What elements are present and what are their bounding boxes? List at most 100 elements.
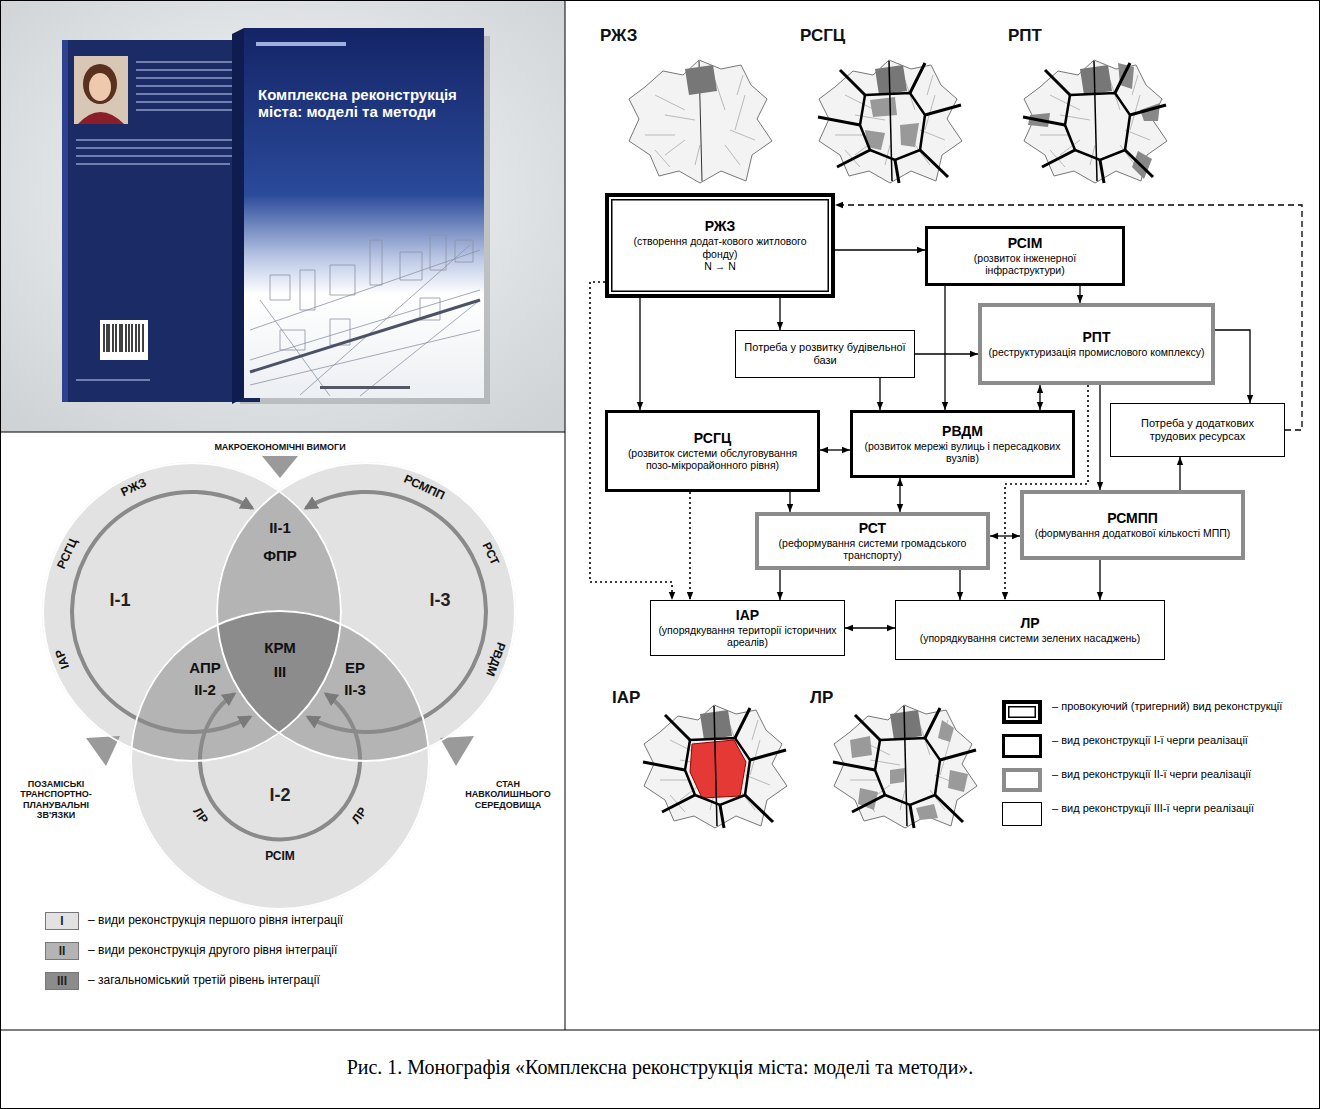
drawing-part — [250, 245, 480, 396]
drawing-part — [440, 736, 474, 766]
region-number: II-1 — [269, 519, 291, 536]
box-title: ІАР — [736, 607, 759, 624]
region-number: II-2 — [194, 681, 216, 698]
box-text: Потреба у додаткових трудових ресурсах — [1117, 417, 1278, 443]
legend-symbol: I — [60, 914, 63, 928]
legend-text: – вид реконструкції II-ї черги реалізаці… — [1052, 768, 1310, 781]
drawing-part — [89, 73, 111, 101]
drawing-part — [62, 40, 260, 402]
connector — [820, 449, 850, 450]
box-text: (упорядкування системи зелених насаджень… — [920, 632, 1141, 645]
factor-label: ПОЗАМІСЬКІ ТРАНСПОРТНО-ПЛАНУВАЛЬНІ ЗВ'ЯЗ… — [6, 779, 106, 820]
drawing-part — [700, 710, 732, 740]
connector — [639, 298, 640, 410]
drawing-part — [1023, 61, 1166, 183]
drawing-part — [833, 705, 977, 828]
connector — [779, 570, 780, 600]
process-box: РПТ(реструктуризація промислового компле… — [978, 303, 1215, 385]
drawing-part — [306, 492, 486, 732]
drawing-part — [256, 42, 346, 46]
box-text: (реформування системи громадського транс… — [765, 537, 980, 562]
connector — [915, 353, 978, 354]
drawing-part — [818, 61, 961, 183]
factor-label: МАКРОЕКОНОМІЧНІ ВИМОГИ — [160, 442, 400, 452]
legend-sample — [1002, 700, 1042, 724]
connector — [1039, 385, 1040, 410]
connector — [845, 627, 895, 628]
region-label: ЕР — [345, 659, 365, 676]
map-title: ЛР — [810, 688, 833, 708]
drawing-part — [100, 320, 148, 360]
connector — [689, 492, 691, 600]
process-box: РСІМ(розвиток інженерної інфраструктури) — [925, 226, 1125, 286]
map-title: РЖЗ — [600, 26, 637, 46]
process-box: РСТ(реформування системи громадського тр… — [755, 512, 990, 570]
region-label: ФПР — [263, 547, 297, 564]
drawing-part — [74, 56, 128, 124]
legend-sample — [1002, 802, 1042, 826]
process-box: Потреба у додаткових трудових ресурсах — [1110, 403, 1285, 457]
connector — [1179, 457, 1180, 490]
legend-text: – вид реконструкції III-ї черги реалізац… — [1052, 802, 1310, 815]
book-title: Комплексна реконструкція міста: моделі т… — [258, 86, 463, 121]
drawing-part — [1023, 60, 1167, 183]
box-title: РПТ — [1083, 329, 1111, 346]
drawing-part — [244, 28, 484, 398]
circle-label: I-3 — [429, 590, 450, 611]
drawing-part — [643, 705, 787, 828]
connector — [1215, 330, 1250, 403]
factor-label: СТАН НАВКОЛИШНЬОГО СЕРЕДОВИЩА — [458, 779, 558, 810]
drawing-part — [83, 64, 117, 104]
legend-sample — [1002, 768, 1042, 792]
connector — [1079, 286, 1080, 303]
process-box: РЖЗ(створення додат-кового житлового фон… — [605, 193, 835, 298]
drawing-part — [819, 60, 962, 183]
drawing-part — [834, 705, 977, 828]
box-text: Потреба у розвитку будівельної бази — [742, 341, 908, 367]
connector — [835, 249, 925, 250]
box-text: (упорядкування території історичних ареа… — [657, 624, 838, 649]
drawing-part — [1080, 65, 1112, 95]
legend-symbol: II — [59, 944, 66, 958]
drawing-part — [232, 28, 244, 404]
process-box: ІАР(упорядкування території історичних а… — [650, 600, 845, 656]
process-box: РСГЦ(розвиток системи обслуговування поз… — [605, 410, 820, 492]
connector — [899, 478, 900, 512]
map-title: РСГЦ — [800, 26, 845, 46]
circle-outline — [131, 611, 429, 909]
legend-swatch: I — [45, 912, 79, 930]
box-title: РСІМ — [1008, 235, 1043, 252]
connector — [959, 570, 960, 600]
box-text: (розвиток мережі вулиць і пересадкових в… — [859, 440, 1066, 465]
legend-sample — [1002, 734, 1042, 758]
connector — [990, 535, 1020, 536]
region-number: III — [274, 663, 287, 680]
region-number: II-3 — [344, 681, 366, 698]
box-title: ЛР — [1020, 615, 1039, 632]
drawing-part — [76, 62, 250, 380]
box-title: РСТ — [859, 520, 886, 537]
legend-text: – види реконструкція другого рівня інтег… — [88, 943, 337, 957]
legend-text: – види реконструкція першого рівня інтег… — [88, 913, 343, 927]
legend-text: – загальноміський третій рівень інтеграц… — [88, 973, 320, 987]
legend-swatch: II — [45, 942, 79, 960]
drawing-part — [865, 97, 919, 150]
drawing-part — [78, 112, 124, 124]
drawing-part — [818, 60, 962, 183]
drawing-part — [629, 60, 772, 183]
box-title: РЖЗ — [705, 218, 736, 235]
drawing-part — [833, 706, 976, 828]
map-title: РПТ — [1008, 26, 1042, 46]
drawing-part — [250, 235, 480, 396]
drawing-part — [690, 740, 746, 798]
connector — [1099, 560, 1100, 600]
region-label: КРМ — [264, 639, 295, 656]
drawing-part — [644, 705, 787, 828]
box-text: (розвиток системи обслуговування позо-мі… — [614, 447, 811, 472]
drawing-part — [643, 706, 786, 828]
connector — [1099, 385, 1100, 490]
process-box: Потреба у розвитку будівельної бази — [735, 330, 915, 378]
box-title: РСМПП — [1107, 510, 1158, 527]
